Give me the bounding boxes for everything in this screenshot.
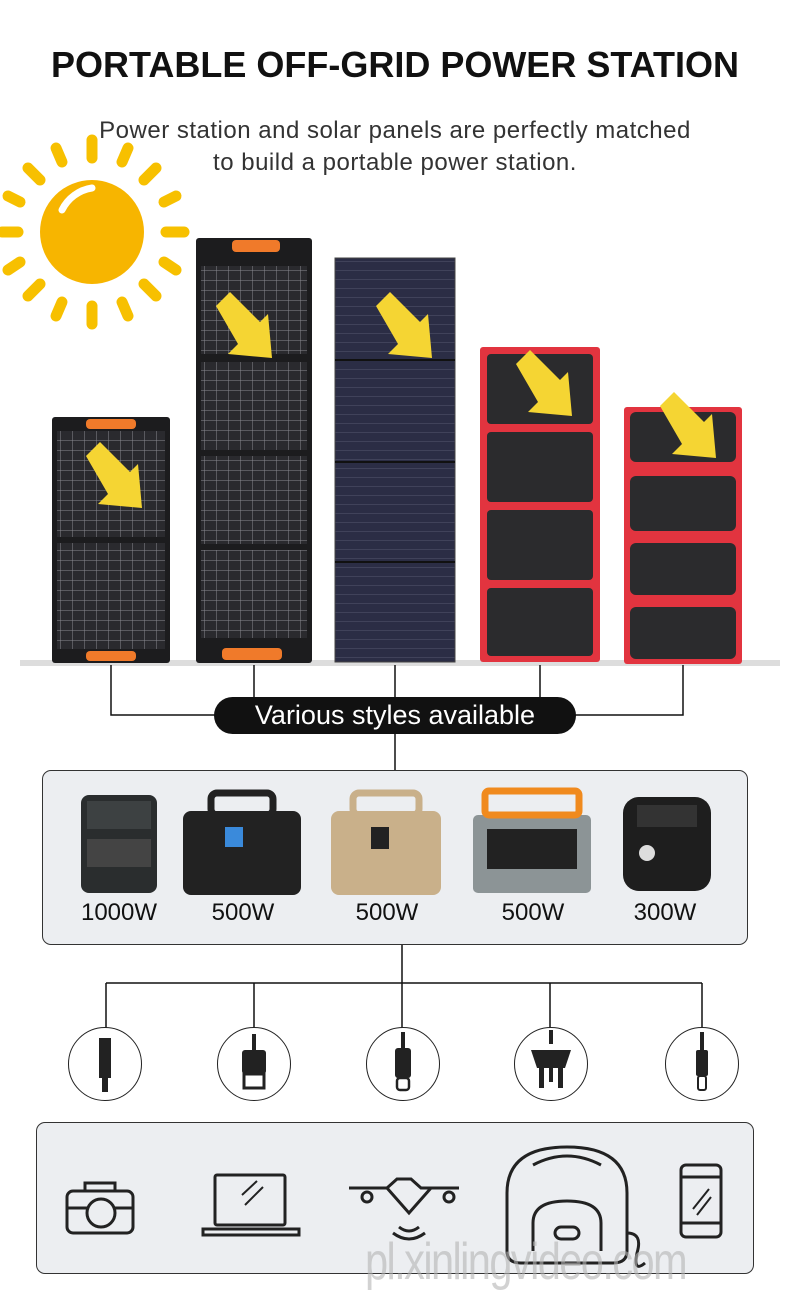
station-watt-1: 1000W [80, 899, 158, 926]
lightning-plug-icon [665, 1027, 739, 1101]
laptop-icon [201, 1173, 301, 1237]
watermark: pl.xinlingvideo.com [365, 1233, 688, 1291]
power-station-300w-image [623, 797, 711, 891]
rice-cooker-icon [505, 1145, 646, 1268]
solar-panel-4 [480, 347, 600, 662]
page-title: PORTABLE OFF-GRID POWER STATION [51, 44, 739, 85]
camera-icon [65, 1181, 135, 1235]
subtitle-line-1: Power station and solar panels are perfe… [99, 117, 691, 144]
solar-panel-2 [196, 238, 312, 663]
power-station-500w-c-image [473, 787, 591, 893]
power-station-500w-a-image [183, 789, 301, 895]
station-watt-4: 500W [501, 899, 565, 926]
dc-barrel-plug-icon [68, 1027, 142, 1101]
solar-panel-1 [52, 417, 170, 663]
usb-c-plug-icon [366, 1027, 440, 1101]
subtitle-line-2: to build a portable power station. [213, 149, 577, 176]
power-stations-panel: 1000W 500W 500W 500W 300W [42, 770, 748, 945]
smartphone-icon [679, 1163, 723, 1239]
solar-panel-5 [624, 392, 742, 664]
station-watt-3: 500W [355, 899, 419, 926]
devices-illustration [65, 1145, 723, 1268]
ground-shadow [20, 660, 780, 666]
station-watt-5: 300W [633, 899, 697, 926]
power-stations-illustration [81, 787, 711, 895]
sun-icon [0, 134, 190, 330]
power-station-1000w-image [81, 795, 157, 893]
ac-plug-icon [514, 1027, 588, 1101]
usb-a-plug-icon [217, 1027, 291, 1101]
power-station-500w-b-image [331, 789, 441, 895]
various-styles-label: Various styles available [214, 697, 576, 734]
compatible-devices-panel [36, 1122, 754, 1274]
drone-icon [349, 1177, 459, 1241]
station-watt-2: 500W [211, 899, 275, 926]
solar-panel-3 [334, 257, 456, 663]
